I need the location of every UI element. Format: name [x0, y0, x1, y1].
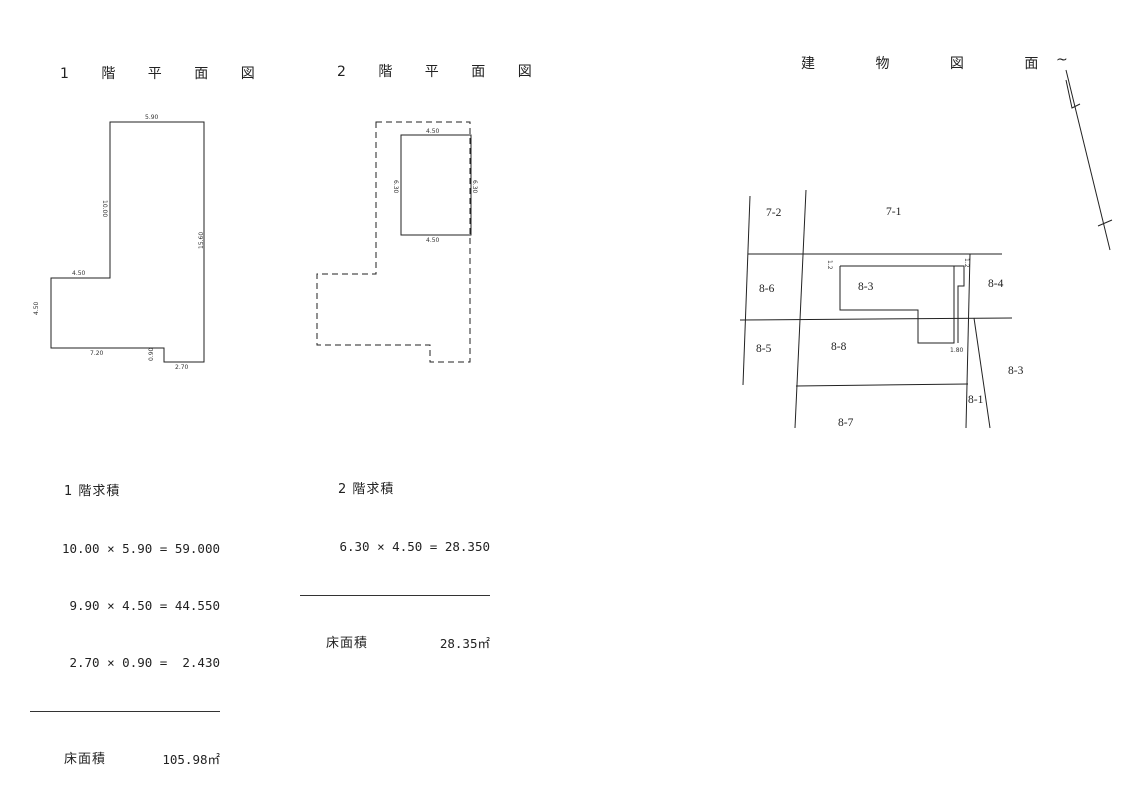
f1-dim-bottom-right: 2.70 — [175, 364, 189, 371]
floor2-title: 2 階 平 面 図 — [337, 64, 546, 80]
floor1-calc-row: 2.70 × 0.90 = 2.430 — [69, 655, 220, 670]
north-arrow — [1065, 69, 1113, 251]
site-dim-1: 1.2 — [826, 260, 833, 270]
lot-8-5: 8-5 — [756, 343, 772, 355]
drawing-canvas: 5.90 10.00 15.60 4.50 4.50 7.20 0.90 2.7… — [33, 52, 1113, 429]
floor2-area-calc: 2 階求積 6.30 × 4.50 = 28.350 床面積 28.35㎡ — [300, 442, 490, 672]
site-dim-3: 1.80 — [950, 347, 964, 354]
lot-7-2: 7-2 — [766, 207, 782, 219]
building-drawing-title: 建 物 図 面 — [801, 56, 1067, 72]
f2-dim-bottom: 4.50 — [426, 237, 440, 244]
floor2-outline — [400, 134, 472, 236]
f1-dim-left-upper: 10.00 — [101, 200, 108, 217]
floor2-calc-rule — [300, 595, 490, 596]
north-symbol: ~ — [1056, 52, 1068, 68]
floor1-calc-rule — [30, 711, 220, 712]
f1-dim-step: 4.50 — [72, 270, 86, 277]
floor1-calc-header: 1 階求積 — [64, 484, 121, 499]
floor2-calc-row: 6.30 × 4.50 = 28.350 — [339, 539, 490, 554]
floor2-total-value: 28.35㎡ — [439, 636, 490, 651]
floor1-calc-row: 10.00 × 5.90 = 59.000 — [61, 541, 220, 556]
f1-dim-top: 5.90 — [145, 114, 159, 121]
floor1-total-value: 105.98㎡ — [162, 752, 220, 767]
f2-dim-left: 6.30 — [392, 180, 399, 194]
floor1-area-calc: 1 階求積 10.00 × 5.90 = 59.000 9.90 × 4.50 … — [30, 444, 220, 788]
f1-dim-notch: 0.90 — [148, 347, 155, 361]
lot-8-7: 8-7 — [838, 417, 854, 429]
floor2-total: 床面積 28.35㎡ — [300, 634, 490, 653]
lot-8-8: 8-8 — [831, 341, 847, 353]
lot-7-1: 7-1 — [886, 206, 902, 218]
floor2-total-label: 床面積 — [326, 636, 369, 651]
floor2-ground-outline — [316, 121, 471, 363]
floor1-calc-row: 9.90 × 4.50 = 44.550 — [69, 598, 220, 613]
floor2-calc-header: 2 階求積 — [338, 482, 395, 497]
lot-8-3-lower: 8-3 — [1008, 365, 1024, 377]
f1-dim-bottom: 7.20 — [90, 350, 104, 357]
lot-8-1: 8-1 — [968, 394, 984, 406]
site-building-footprint — [839, 265, 955, 344]
site-dim-2: 1.2 — [963, 258, 970, 268]
lot-8-3-upper: 8-3 — [858, 281, 874, 293]
floor1-title: 1 階 平 面 図 — [60, 66, 269, 82]
f2-dim-right: 6.30 — [471, 180, 478, 194]
f1-dim-left-lower: 4.50 — [33, 301, 40, 315]
site-plan-boundaries — [739, 189, 1013, 429]
lot-8-6: 8-6 — [759, 283, 775, 295]
lot-8-4: 8-4 — [988, 278, 1004, 290]
floor1-outline — [50, 121, 205, 363]
f2-dim-top: 4.50 — [426, 128, 440, 135]
site-building-extension — [954, 265, 965, 343]
f1-dim-right: 15.60 — [198, 232, 205, 249]
floor1-total: 床面積 105.98㎡ — [30, 750, 220, 769]
floor1-total-label: 床面積 — [64, 752, 107, 767]
